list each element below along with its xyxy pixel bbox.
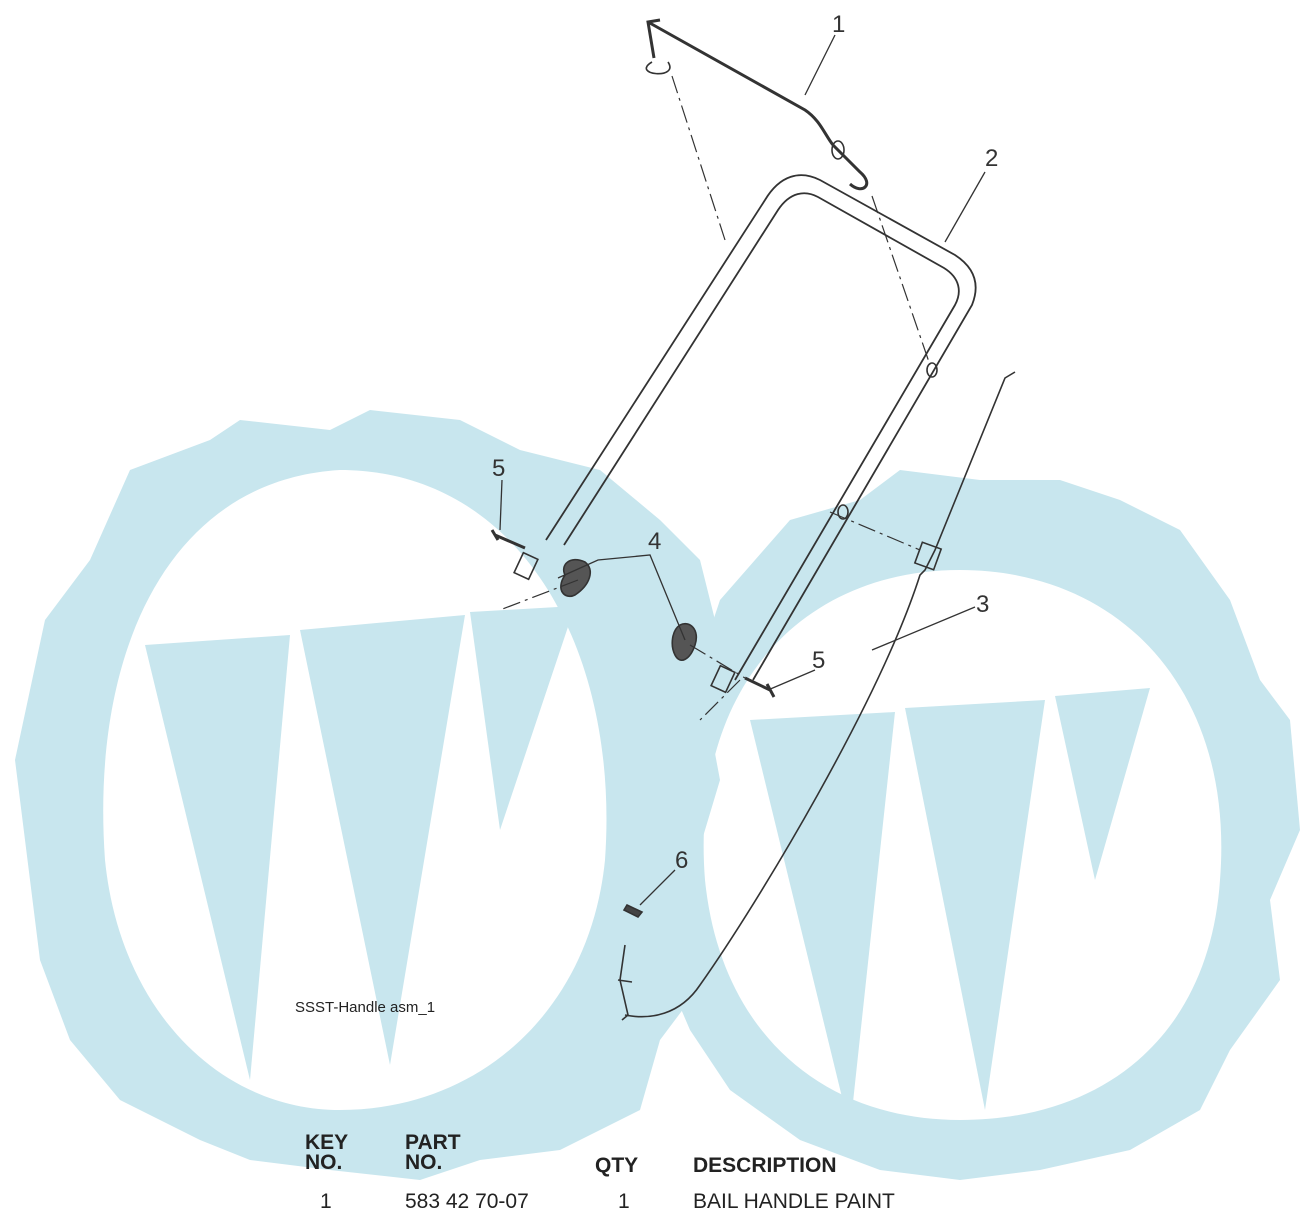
header-part-no: PART NO. — [405, 1131, 461, 1174]
row-qty: 1 — [618, 1190, 630, 1213]
header-qty: QTY — [595, 1154, 639, 1177]
part-3-cable-clip — [913, 541, 943, 571]
callout-4: 4 — [648, 528, 661, 555]
reference-label: SSST-Handle asm_1 — [295, 999, 435, 1016]
leader-lines — [499, 34, 986, 906]
watermark-w-right-right — [1055, 688, 1150, 880]
header-part-line1: PART — [405, 1131, 461, 1154]
header-key-line1: KEY — [305, 1131, 349, 1154]
header-key-line2: NO. — [305, 1151, 343, 1174]
part-2-lower-right-tube — [710, 664, 736, 694]
header-part-line2: NO. — [405, 1151, 443, 1174]
part-1-hook — [645, 61, 671, 75]
row-description: BAIL HANDLE PAINT — [693, 1190, 895, 1213]
callout-1: 1 — [832, 11, 845, 38]
part-5-bolt-right — [744, 676, 776, 698]
part-2-lower-left-tube — [513, 551, 539, 581]
part-3-cable — [624, 371, 1016, 1018]
part-4-knob-right — [671, 623, 698, 661]
part-2-bolt-hole-upper — [926, 362, 938, 378]
callout-2: 2 — [985, 145, 998, 172]
part-1-bail — [646, 18, 869, 191]
header-description: DESCRIPTION — [693, 1154, 837, 1177]
part-4-knob-left — [560, 558, 591, 597]
construction-lines — [499, 75, 931, 721]
callout-5-left: 5 — [492, 455, 505, 482]
watermark-w-left-right — [470, 606, 575, 830]
part-drawing — [490, 18, 1016, 1021]
part-5-bolt-left — [490, 529, 526, 550]
watermark-w-right-mid — [905, 700, 1045, 1110]
part-2-handle-inner — [563, 192, 960, 681]
callout-6: 6 — [675, 847, 688, 874]
row-key-no: 1 — [320, 1190, 332, 1213]
part-1-clip — [831, 140, 845, 160]
watermark-logo — [15, 410, 1300, 1180]
part-6-clip — [622, 903, 644, 919]
watermark-w-right — [750, 712, 895, 1130]
watermark-w-left — [145, 635, 290, 1080]
part-2-bolt-hole-lower — [837, 504, 849, 520]
callout-5-right: 5 — [812, 647, 825, 674]
row-part-no: 583 42 70-07 — [405, 1190, 529, 1213]
callout-3: 3 — [976, 591, 989, 618]
header-key-no: KEY NO. — [305, 1131, 349, 1174]
part-2-handle-outer — [545, 174, 977, 681]
part-3-cable-end — [617, 944, 633, 1021]
watermark-w-left-mid — [300, 615, 465, 1065]
